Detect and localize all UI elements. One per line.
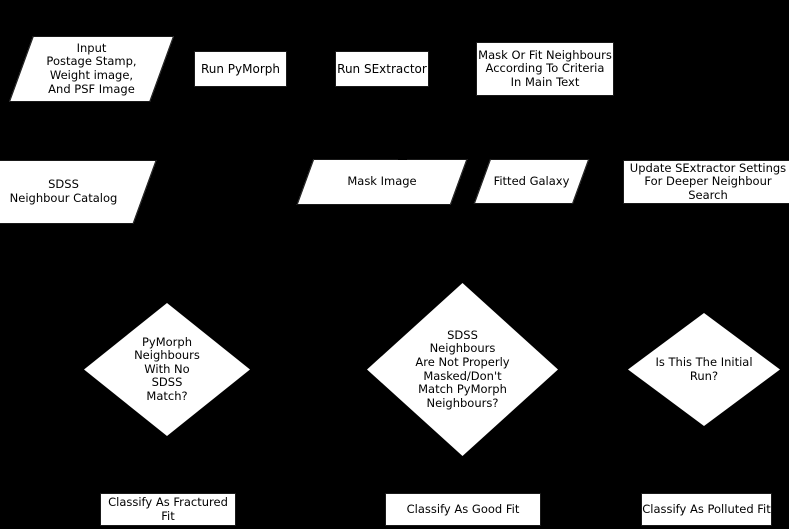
node-classify-polluted-fit[interactable]: Classify As Polluted Fit (641, 493, 772, 526)
node-label: Mask Image (347, 174, 417, 189)
node-label: PyMorph Neighbours With No SDSS Match? (134, 334, 200, 403)
node-label: Update SExtractor Settings For Deeper Ne… (629, 160, 787, 202)
node-update-sextractor-settings[interactable]: Update SExtractor Settings For Deeper Ne… (623, 160, 789, 204)
node-run-pymorph[interactable]: Run PyMorph (194, 51, 287, 87)
node-label: Input Postage Stamp, Weight image, And P… (46, 40, 137, 96)
node-input-postage-stamp[interactable]: Input Postage Stamp, Weight image, And P… (8, 36, 175, 102)
node-decision-pymorph-neighbours[interactable]: PyMorph Neighbours With No SDSS Match? (84, 303, 250, 436)
node-label: Run PyMorph (200, 61, 280, 76)
node-label: Classify As Good Fit (406, 501, 520, 516)
node-fitted-galaxy[interactable]: Fitted Galaxy (473, 159, 590, 204)
node-sdss-neighbour-catalog[interactable]: SDSS Neighbour Catalog (0, 160, 157, 224)
node-label: Is This The Initial Run? (655, 354, 753, 383)
node-run-sextractor[interactable]: Run SExtractor (335, 51, 429, 87)
node-mask-or-fit-neighbours[interactable]: Mask Or Fit Neighbours According To Crit… (476, 42, 614, 96)
node-decision-sdss-neighbours[interactable]: SDSS Neighbours Are Not Properly Masked/… (367, 283, 558, 456)
node-label: Classify As Fractured Fit (108, 494, 228, 523)
node-label: SDSS Neighbours Are Not Properly Masked/… (415, 327, 510, 410)
node-decision-initial-run[interactable]: Is This The Initial Run? (628, 313, 780, 426)
node-label: SDSS Neighbour Catalog (9, 177, 118, 205)
node-label: Run SExtractor (337, 61, 427, 76)
node-classify-fractured-fit[interactable]: Classify As Fractured Fit (100, 493, 236, 526)
node-mask-image[interactable]: Mask Image (296, 159, 468, 205)
node-label: Mask Or Fit Neighbours According To Crit… (478, 47, 612, 89)
edge-notch-artifact (398, 156, 407, 160)
node-classify-good-fit[interactable]: Classify As Good Fit (385, 493, 541, 526)
node-label: Fitted Galaxy (493, 173, 570, 188)
node-label: Classify As Polluted Fit (642, 501, 771, 516)
